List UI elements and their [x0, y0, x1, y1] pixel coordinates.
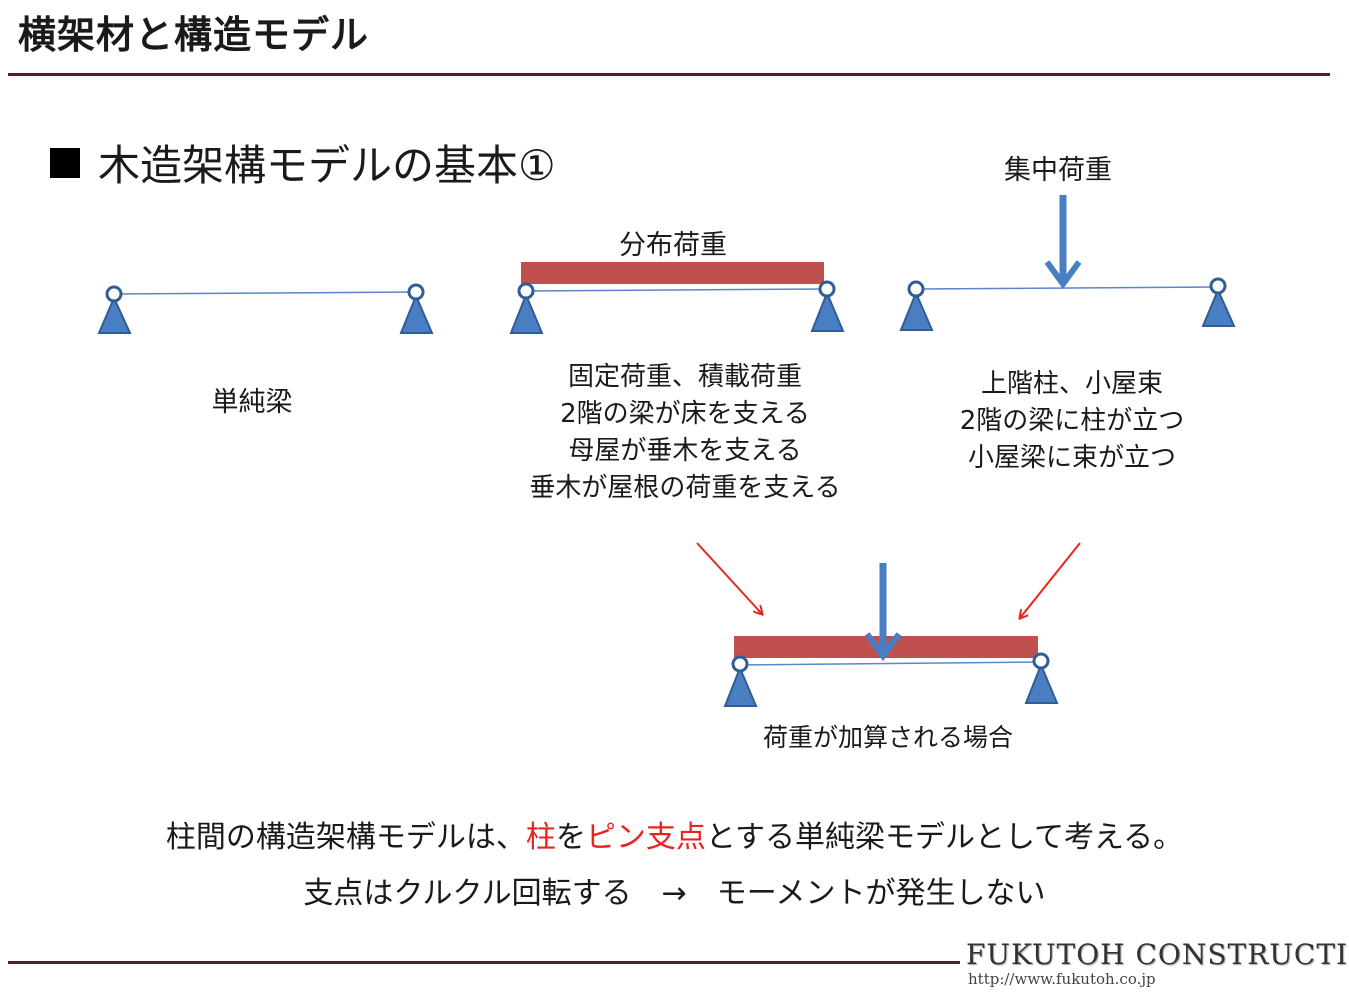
pin-support-right [399, 283, 434, 334]
beam-line [525, 288, 828, 292]
note-line: 固定荷重、積載荷重 [567, 362, 802, 392]
pin-support-left [97, 285, 132, 334]
simple-beam-diagram [97, 283, 434, 334]
company-logo-text: FUKUTOH CONSTRUCTION [966, 938, 1349, 971]
highlight-text: ピン支点 [585, 820, 706, 855]
pin-support-left [899, 280, 934, 331]
beam-line [739, 661, 1042, 666]
summary-line-1: 柱間の構造架構モデルは、柱をピン支点とする単純梁モデルとして考える。 [0, 812, 1349, 856]
beam-line [113, 291, 417, 295]
concentrated-load-arrow [1044, 195, 1082, 290]
summary-text: を [555, 820, 586, 855]
section-heading: 木造架構モデルの基本① [50, 132, 556, 193]
note-line: 母屋が垂木を支える [568, 436, 802, 466]
summary-text: とする単純梁モデルとして考える。 [705, 820, 1184, 855]
pointer-arrow-right [1020, 542, 1081, 618]
bottom-divider [8, 961, 960, 964]
distributed-load-diagram [509, 262, 845, 334]
pin-support-right [1024, 652, 1059, 704]
pin-support-left [723, 655, 758, 707]
distributed-load-bar [521, 262, 824, 284]
simple-beam-caption: 単純梁 [211, 387, 293, 418]
note-line: 垂木が屋根の荷重を支える [529, 473, 841, 503]
highlight-text: 柱 [525, 820, 556, 855]
combined-load-caption: 荷重が加算される場合 [762, 723, 1013, 752]
pin-support-left [509, 282, 544, 334]
note-line: 上階柱、小屋束 [980, 369, 1163, 399]
page-title: 横架材と構造モデル [18, 13, 370, 57]
square-bullet-icon [50, 148, 80, 178]
combined-load-diagram [723, 563, 1059, 707]
summary-text: 柱間の構造架構モデルは、 [165, 820, 526, 855]
concentrated-load-diagram [899, 195, 1236, 331]
pin-support-right [1201, 277, 1236, 327]
note-line: 2階の梁に柱が立つ [959, 406, 1185, 436]
distributed-load-label: 分布荷重 [619, 230, 727, 261]
concentrated-load-label: 集中荷重 [1004, 155, 1112, 186]
concentrated-load-arrow [864, 563, 902, 662]
pointer-arrow-left [696, 542, 762, 614]
beam-line [915, 286, 1219, 290]
note-line: 小屋梁に束が立つ [967, 443, 1176, 473]
pin-support-right [810, 280, 845, 332]
distributed-load-notes: 固定荷重、積載荷重 2階の梁が床を支える 母屋が垂木を支える 垂木が屋根の荷重を… [485, 359, 885, 507]
section-heading-text: 木造架構モデルの基本① [98, 141, 556, 190]
company-url: http://www.fukutoh.co.jp [968, 970, 1156, 988]
concentrated-load-notes: 上階柱、小屋束 2階の梁に柱が立つ 小屋梁に束が立つ [922, 366, 1222, 477]
top-divider [8, 73, 1330, 76]
summary-line-2: 支点はクルクル回転する → モーメントが発生しない [303, 876, 1046, 911]
note-line: 2階の梁が床を支える [560, 399, 810, 429]
